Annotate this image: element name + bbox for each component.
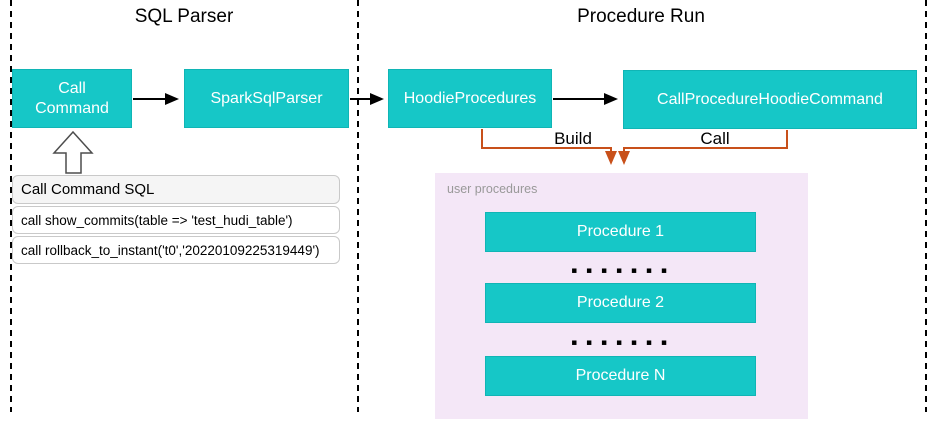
edge-label-build: Build [554,129,592,148]
node-call-procedure-hoodie-command-label: CallProcedureHoodieCommand [657,90,883,108]
node-procedure-1-label: Procedure 1 [576,223,665,240]
node-spark-sql-parser: SparkSqlParser [184,69,349,128]
section-title-sql-parser: SQL Parser [134,6,234,27]
sql-panel-row: call rollback_to_instant('t0','202201092… [12,236,340,264]
sql-panel-header: Call Command SQL [12,175,340,204]
sql-panel-title: Call Command SQL [21,181,155,198]
sql-panel-row: call show_commits(table => 'test_hudi_ta… [12,206,340,234]
node-call-command: Call Command [12,69,132,128]
node-spark-sql-parser-label: SparkSqlParser [210,89,323,107]
node-procedure-n-label: Procedure N [575,367,666,384]
hollow-up-arrow [52,130,94,174]
node-procedure-1: Procedure 1 [485,212,756,252]
ellipsis-dots: ▪ ▪ ▪ ▪ ▪ ▪ ▪ [571,266,670,276]
sql-statement-1: call show_commits(table => 'test_hudi_ta… [21,212,293,228]
node-procedure-n: Procedure N [485,356,756,396]
node-hoodie-procedures-label: HoodieProcedures [403,89,537,107]
sql-statement-2: call rollback_to_instant('t0','202201092… [21,242,320,258]
node-procedure-2: Procedure 2 [485,283,756,323]
section-title-procedure-run: Procedure Run [577,6,705,27]
node-hoodie-procedures: HoodieProcedures [388,69,552,128]
node-call-command-label: Call Command [35,79,109,117]
user-procedures-group: user procedures Procedure 1 ▪ ▪ ▪ ▪ ▪ ▪ … [435,173,808,419]
ellipsis-dots: ▪ ▪ ▪ ▪ ▪ ▪ ▪ [571,338,670,348]
user-procedures-group-label: user procedures [447,182,538,196]
edge-label-call: Call [700,129,730,148]
node-call-procedure-hoodie-command: CallProcedureHoodieCommand [623,70,917,129]
node-procedure-2-label: Procedure 2 [576,294,665,311]
